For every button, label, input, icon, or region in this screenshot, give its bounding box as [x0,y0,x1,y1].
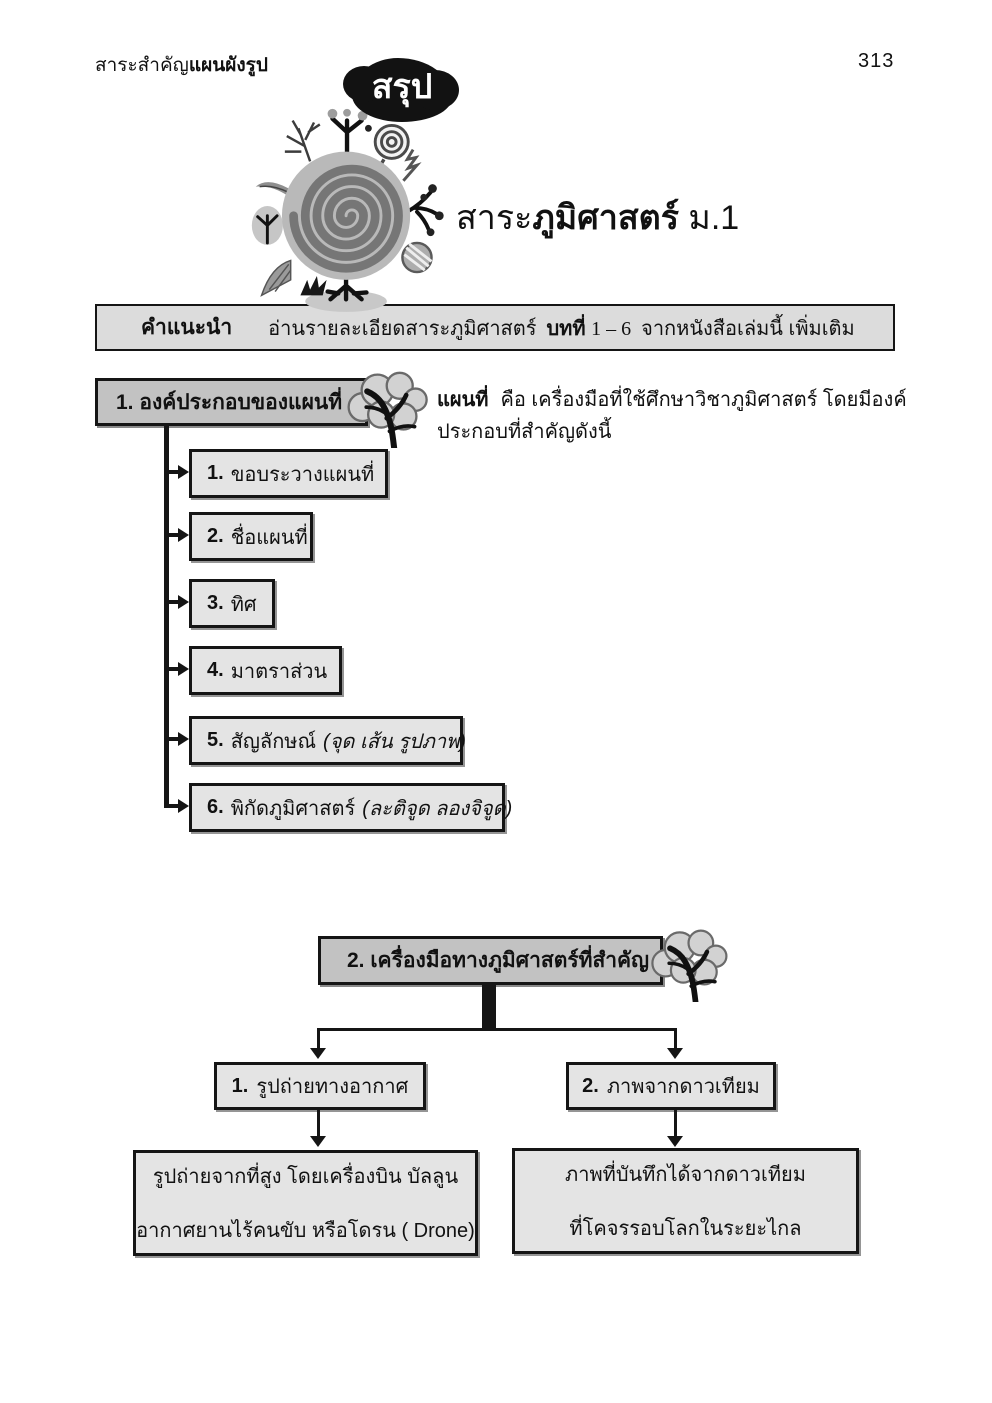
down-arrow-icon [667,1028,683,1059]
map-element-item-3: 3. ทิศ [189,579,275,628]
branch-arrow-icon [166,465,189,479]
instruction-chapter: บทที่ [546,317,586,340]
description-line: อากาศยานไร้คนขับ หรือโดรน ( Drone) [136,1220,475,1242]
map-element-item-5: 5. สัญลักษณ์ (จุด เส้น รูปภาพ) [189,716,466,765]
section2-heading: 2. เครื่องมือทางภูมิศาสตร์ที่สำคัญ [347,949,649,972]
down-arrow-icon [310,1110,326,1147]
item-text: พิกัดภูมิศาสตร์ [230,797,356,820]
child-label: ภาพจากดาวเทียม [606,1076,760,1098]
child-number: 2. [582,1074,599,1097]
child-label: รูปถ่ายทางอากาศ [256,1076,409,1098]
map-element-item-4: 4. มาตราส่วน [189,646,342,695]
description-line: ภาพที่บันทึกได้จากดาวเทียม [565,1164,806,1186]
tool-box-satellite-image: 2. ภาพจากดาวเทียม [566,1062,776,1110]
tree-icon [347,371,428,448]
summary-badge: สรุป [343,58,459,122]
spiral-globe-logo-icon [251,108,444,312]
intro-line2: ประกอบที่สำคัญดังนี้ [437,421,612,444]
description-box-satellite-image: ภาพที่บันทึกได้จากดาวเทียม ที่โคจรรอบโลก… [512,1148,859,1254]
title-pre: สาระ [456,199,533,237]
item-text: ขอบระวางแผนที่ [230,463,375,486]
section1-heading-box: 1. องค์ประกอบของแผนที่ [95,378,368,426]
map-element-item-1: 1. ขอบระวางแผนที่ [189,449,388,498]
running-head-bold: แผนผังรูป [188,55,268,76]
summary-badge-label: สรุป [371,68,433,106]
map-element-item-6: 6. พิกัดภูมิศาสตร์ (ละติจูด ลองจิจูด) [189,783,512,832]
branch-arrow-icon [166,595,189,609]
item-italic: (จุด เส้น รูปภาพ) [323,730,466,753]
instruction-text-1: อ่านรายละเอียดสาระภูมิศาสตร์ [268,317,537,340]
title-post: ม.1 [678,199,740,237]
description-line: ที่โคจรรอบโลกในระยะไกล [569,1218,802,1240]
instruction-label: คำแนะนำ [141,316,233,339]
map-element-item-2: 2. ชื่อแผนที่ [189,512,313,561]
item-number: 2. [207,525,224,547]
instruction-chapter-range: 1 – 6 [591,317,632,340]
down-arrow-icon [667,1110,683,1147]
item-text: มาตราส่วน [230,660,328,683]
tree-icon [651,929,728,1002]
section1-heading: 1. องค์ประกอบของแผนที่ [116,390,343,414]
section2-crossbar-line [318,1028,677,1031]
instruction-text-2: จากหนังสือเล่มนี้ เพิ่มเติม [641,317,855,340]
item-number: 3. [207,592,224,614]
page-title: สาระภูมิศาสตร์ ม.1 [456,190,739,244]
child-number: 1. [231,1074,249,1097]
item-number: 4. [207,659,224,681]
item-number: 6. [207,796,224,818]
item-text: สัญลักษณ์ [230,730,317,753]
item-number: 1. [207,462,224,484]
title-bold: ภูมิศาสตร์ [532,199,679,237]
intro-lead: แผนที่ [437,389,489,411]
page-number: 313 [858,50,895,72]
instruction-box: คำแนะนำ อ่านรายละเอียดสาระภูมิศาสตร์ บทท… [95,304,895,351]
section2-stem-line [482,984,496,1030]
item-text: ทิศ [230,593,257,616]
branch-arrow-icon [166,799,189,813]
running-head: สาระสำคัญแผนผังรูป [95,50,268,80]
section1-intro: แผนที่ คือ เครื่องมือที่ใช้ศึกษาวิชาภูมิศ… [437,384,917,449]
item-number: 5. [207,729,224,751]
down-arrow-icon [310,1028,326,1059]
intro-line1: คือ เครื่องมือที่ใช้ศึกษาวิชาภูมิศาสตร์ … [500,389,907,411]
branch-arrow-icon [166,662,189,676]
branch-arrow-icon [166,528,189,542]
item-text: ชื่อแผนที่ [230,526,308,549]
item-italic: (ละติจูด ลองจิจูด) [362,797,513,820]
tool-box-aerial-photo: 1. รูปถ่ายทางอากาศ [214,1062,426,1110]
section2-heading-box: 2. เครื่องมือทางภูมิศาสตร์ที่สำคัญ [318,936,663,985]
running-head-regular: สาระสำคัญ [95,55,189,76]
branch-arrow-icon [166,732,189,746]
description-box-aerial-photo: รูปถ่ายจากที่สูง โดยเครื่องบิน บัลลูน อา… [133,1150,478,1256]
description-line: รูปถ่ายจากที่สูง โดยเครื่องบิน บัลลูน [152,1166,459,1188]
section1-trunk-line [164,424,169,808]
